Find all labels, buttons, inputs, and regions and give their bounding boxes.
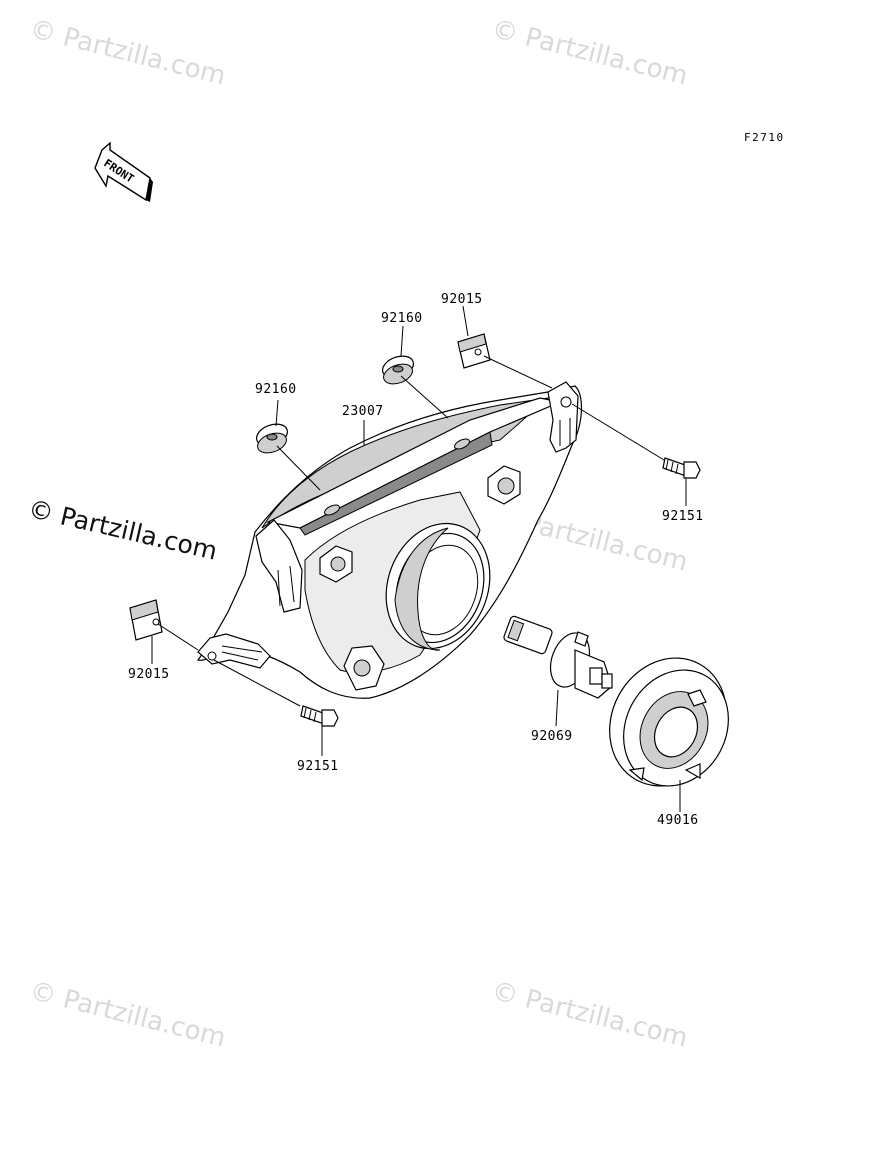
grommet-92160-left — [255, 423, 289, 454]
part-label-92151-right: 92151 — [662, 509, 704, 524]
grommet-92160-upper — [381, 355, 415, 385]
figure-code: F2710 — [744, 131, 785, 144]
socket-icon — [487, 465, 521, 505]
front-arrow-icon: FRONT — [94, 141, 153, 202]
clip-92015-upper — [457, 333, 491, 369]
part-label-92160-left: 92160 — [255, 382, 297, 397]
socket-icon — [343, 645, 385, 691]
part-label-92069: 92069 — [531, 729, 573, 744]
boot-49016 — [609, 657, 729, 787]
bolt-92151-right — [662, 457, 701, 479]
clip-92015-left — [129, 599, 163, 641]
part-label-92151-lower: 92151 — [297, 759, 339, 774]
socket-icon — [319, 545, 353, 583]
leader-lines — [151, 305, 687, 812]
bolt-92151-lower — [300, 705, 339, 727]
bulb-92069 — [503, 615, 613, 699]
headlight-housing-23007 — [197, 381, 583, 699]
part-label-92160-upper: 92160 — [381, 311, 423, 326]
part-label-23007: 23007 — [342, 404, 384, 419]
part-label-49016: 49016 — [657, 813, 699, 828]
part-label-92015-left: 92015 — [128, 667, 170, 682]
part-label-92015-upper: 92015 — [441, 292, 483, 307]
